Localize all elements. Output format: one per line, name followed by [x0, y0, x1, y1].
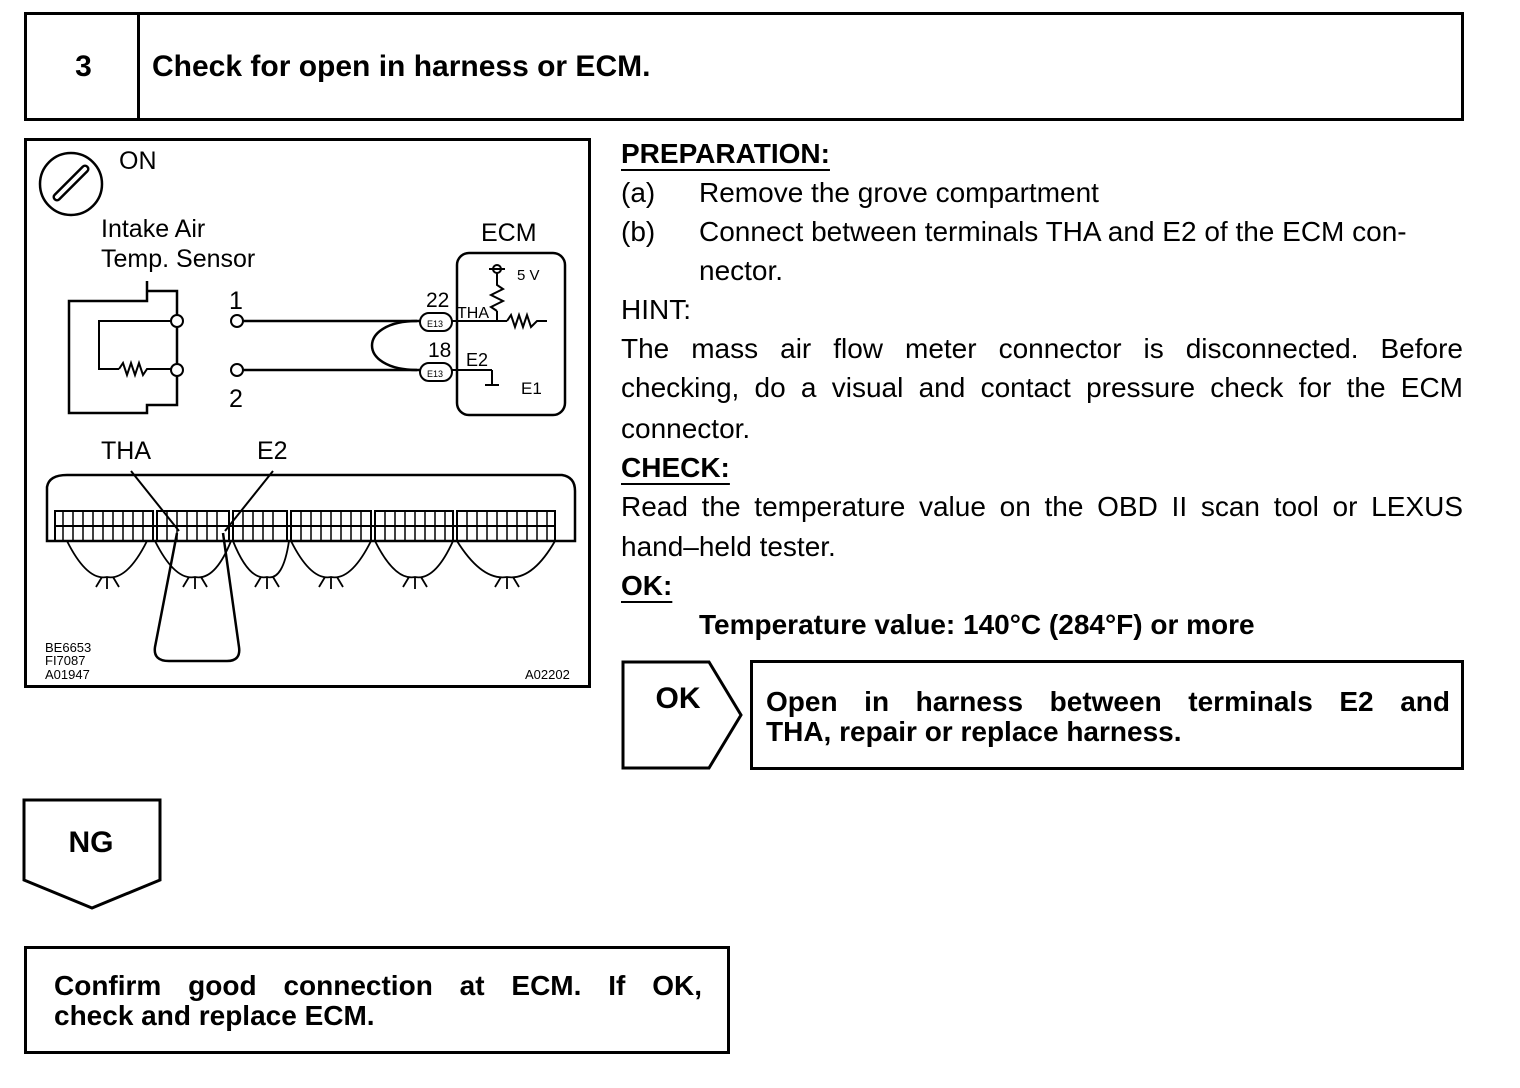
ref-code-3: A01947 — [45, 667, 90, 682]
ignition-key-icon — [38, 151, 104, 217]
ng-result-line-2: check and replace ECM. — [54, 1000, 375, 1031]
lower-tha-label: THA — [101, 437, 151, 465]
ecm-label: ECM — [481, 219, 537, 247]
terminal-18-label: 18 — [428, 339, 452, 362]
e1-terminal-label: E1 — [521, 379, 542, 398]
step-number: 3 — [24, 12, 140, 121]
ref-code-2: FI7087 — [45, 653, 86, 668]
prep-b-text: Connect between terminals THA and E2 of … — [699, 216, 1407, 247]
hint-line-3: connector. — [621, 413, 751, 444]
test-jumper-loop — [153, 532, 241, 663]
hint-heading: HINT: — [621, 294, 691, 325]
ok-heading: OK: — [621, 570, 673, 601]
hint-line-1: The mass air flow meter connector is dis… — [621, 333, 1463, 364]
ok-result-line-2: THA, repair or replace harness. — [766, 716, 1182, 747]
voltage-label: 5 V — [517, 267, 540, 284]
lower-e2-label: E2 — [257, 437, 288, 465]
ignition-label: ON — [119, 147, 157, 175]
pin-2-label: 2 — [229, 385, 243, 413]
ok-badge-label: OK — [655, 682, 701, 715]
ng-arrow-badge — [22, 798, 162, 910]
wiring-diagram-svg — [38, 151, 577, 663]
check-heading: CHECK: — [621, 452, 730, 483]
jumper-wire — [371, 319, 418, 372]
sensor-connector — [67, 281, 179, 415]
ng-badge-label: NG — [68, 826, 114, 859]
prep-a-text: Remove the grove compartment — [699, 177, 1099, 208]
check-line-1: Read the temperature value on the OBD II… — [621, 491, 1463, 522]
ecm-connector-body — [45, 473, 577, 543]
check-line-2: hand–held tester. — [621, 531, 836, 562]
wiring-diagram: ON Intake Air Temp. Sensor ECM 5 V 1 2 2… — [24, 138, 591, 688]
ref-code-1: BE6653 — [45, 640, 92, 655]
terminal-22-label: 22 — [426, 289, 450, 312]
prep-b-label: (b) — [621, 216, 656, 247]
ok-result-line-1: Open in harness between terminals E2 and — [766, 686, 1450, 717]
ref-code-4: A02202 — [525, 667, 570, 682]
pin-1-label: 1 — [229, 287, 243, 315]
tha-terminal-label: THA — [457, 305, 489, 322]
connector-e13-lower: E13 — [427, 369, 444, 379]
preparation-heading: PREPARATION: — [621, 138, 830, 169]
e2-terminal-label: E2 — [466, 350, 489, 370]
connector-e13-upper: E13 — [427, 319, 444, 329]
ng-result-line-1: Confirm good connection at ECM. If OK, — [54, 970, 702, 1001]
hint-line-2: checking, do a visual and contact pressu… — [621, 372, 1463, 403]
prep-b-cont: nector. — [699, 255, 784, 286]
ecm-box — [455, 251, 567, 417]
ok-spec: Temperature value: 140°C (284°F) or more — [699, 609, 1255, 640]
sensor-label-2: Temp. Sensor — [101, 245, 256, 273]
ok-result-box: Open in harness between terminals E2 and… — [750, 660, 1464, 770]
step-title: Check for open in harness or ECM. — [137, 12, 1464, 121]
sensor-label-1: Intake Air — [101, 215, 206, 243]
ok-arrow-badge — [621, 660, 743, 770]
thermistor-symbol — [118, 359, 177, 379]
ng-result-box: Confirm good connection at ECM. If OK, c… — [24, 946, 730, 1054]
prep-a-label: (a) — [621, 177, 656, 208]
